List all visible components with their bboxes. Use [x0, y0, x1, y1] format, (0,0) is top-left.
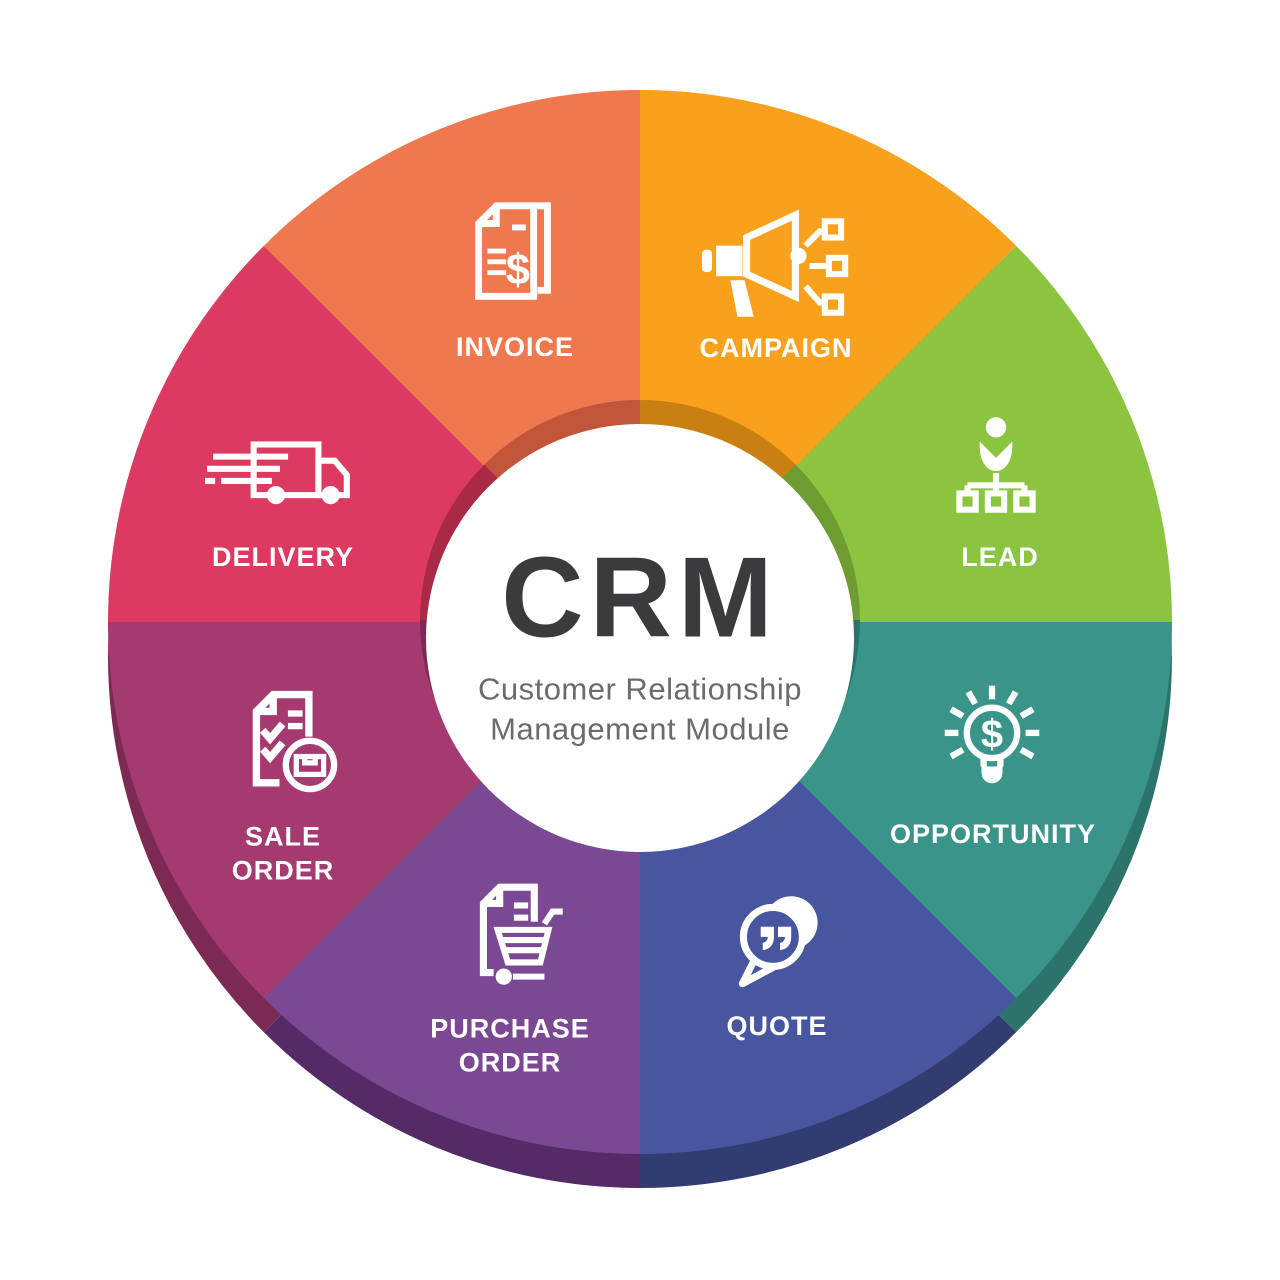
crm-subtitle-line2: Management Module [490, 711, 790, 746]
center-white-circle [426, 424, 854, 852]
center-panel: CRM Customer Relationship Management Mod… [478, 541, 802, 748]
delivery-label: DELIVERY [212, 541, 354, 575]
opportunity-dollar-glyph: $ [981, 713, 1003, 757]
purchase-order-label-line1: PURCHASE [430, 1013, 590, 1044]
sale-order-label: SALE ORDER [232, 820, 335, 888]
purchase-order-label: PURCHASE ORDER [430, 1012, 590, 1080]
invoice-document-icon: $ [455, 194, 573, 312]
checklist-package-icon [227, 682, 353, 808]
purchase-order-label-line2: ORDER [458, 1047, 562, 1077]
invoice-label-text: INVOICE [455, 332, 575, 363]
lead-label-text: LEAD [961, 542, 1039, 573]
quote-label-text: QUOTE [726, 1011, 828, 1042]
campaign-label-text: CAMPAIGN [699, 333, 853, 364]
sale-order-label-line1: SALE [244, 821, 322, 852]
invoice-label: INVOICE [456, 331, 574, 365]
quote-speech-bubble-icon [718, 880, 840, 1002]
quote-label: QUOTE [726, 1010, 827, 1044]
crm-title: CRM [501, 534, 779, 662]
crm-subtitle: Customer Relationship Management Module [478, 669, 802, 748]
invoice-dollar-glyph: $ [506, 246, 530, 294]
megaphone-broadcast-icon [694, 203, 850, 329]
delivery-truck-icon [201, 430, 363, 542]
lead-label: LEAD [961, 541, 1039, 575]
document-cart-icon [457, 877, 579, 999]
person-hierarchy-icon [935, 408, 1057, 530]
dollar-lightbulb-icon: $ [929, 672, 1055, 798]
opportunity-label-text: OPPORTUNITY [889, 819, 1097, 850]
opportunity-label: OPPORTUNITY [890, 818, 1096, 852]
sale-order-label-line2: ORDER [231, 855, 335, 885]
delivery-label-text: DELIVERY [211, 542, 355, 573]
campaign-label: CAMPAIGN [700, 332, 853, 366]
crm-subtitle-line1: Customer Relationship [477, 671, 803, 707]
